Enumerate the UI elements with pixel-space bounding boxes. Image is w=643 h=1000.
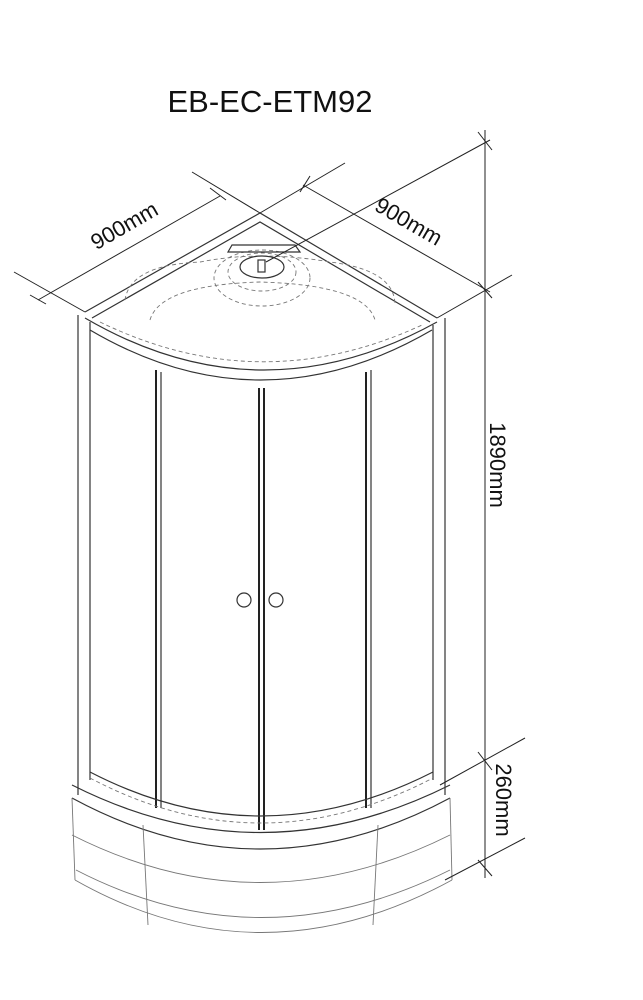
model-title: EB-EC-ETM92 bbox=[168, 84, 373, 119]
dimension-tray-height: 260mm bbox=[491, 763, 516, 836]
dimension-lines bbox=[13, 130, 526, 881]
door-handle-right bbox=[268, 592, 284, 608]
dimension-width-right: 900mm bbox=[371, 192, 447, 250]
dimension-width-left: 900mm bbox=[86, 196, 162, 254]
door-handle-left bbox=[236, 592, 252, 608]
cabin-roof bbox=[84, 212, 438, 381]
shower-tray bbox=[71, 784, 453, 933]
dimension-height: 1890mm bbox=[485, 422, 510, 508]
cabin-body bbox=[77, 315, 446, 830]
shower-head-icon bbox=[257, 259, 266, 273]
